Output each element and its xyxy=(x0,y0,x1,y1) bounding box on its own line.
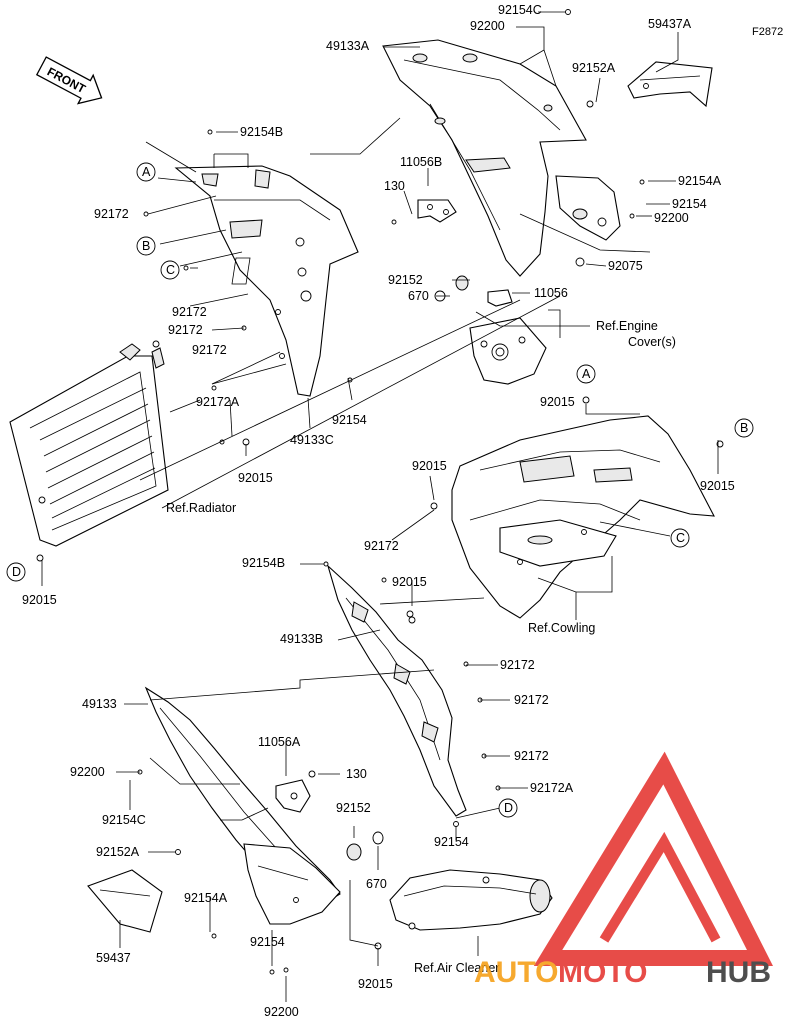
label-ref-cowling: Ref.Cowling xyxy=(528,621,595,635)
label-92154A-top: 92154A xyxy=(678,174,722,188)
part-11056A-bracket xyxy=(275,779,311,813)
label-92154A-low: 92154A xyxy=(184,891,228,905)
svg-text:C: C xyxy=(166,263,175,277)
svg-text:C: C xyxy=(676,531,685,545)
label-92200-bottom: 92200 xyxy=(264,1005,299,1019)
svg-text:D: D xyxy=(504,801,513,815)
label-92172-b: 92172 xyxy=(172,305,207,319)
label-92200-low: 92200 xyxy=(70,765,105,779)
label-92154B-mid: 92154B xyxy=(242,556,285,570)
label-92172-h: 92172 xyxy=(514,749,549,763)
ref-radiator xyxy=(9,340,169,547)
label-92200-top: 92200 xyxy=(470,19,505,33)
label-92172A-top: 92172A xyxy=(196,395,240,409)
label-ref-radiator: Ref.Radiator xyxy=(166,501,236,515)
ref-engine-cover xyxy=(469,317,547,385)
label-92015-left: 92015 xyxy=(22,593,57,607)
label-92075: 92075 xyxy=(608,259,643,273)
part-49133B-mid-panel xyxy=(326,564,467,817)
label-92154-right: 92154 xyxy=(672,197,707,211)
label-92172-d: 92172 xyxy=(192,343,227,357)
leader-lines xyxy=(41,11,719,1002)
label-92154-bottom: 92154 xyxy=(250,935,285,949)
label-ref-air-cleaner: Ref.Air Cleaner xyxy=(414,961,499,975)
label-670-mid: 670 xyxy=(408,289,429,303)
label-92172-e: 92172 xyxy=(364,539,399,553)
label-11056: 11056 xyxy=(534,286,568,300)
label-92172-c: 92172 xyxy=(168,323,203,337)
part-92152-grommet-low xyxy=(346,831,384,861)
watermark-auto: AUTO xyxy=(474,956,558,989)
label-59437: 59437 xyxy=(96,951,131,965)
label-92154C-top: 92154C xyxy=(498,3,542,17)
label-92154-mid: 92154 xyxy=(332,413,367,427)
label-92152A-top: 92152A xyxy=(572,61,616,75)
callout-D-mid: D xyxy=(498,798,518,818)
part-59437A xyxy=(627,61,713,108)
label-11056B: 11056B xyxy=(400,155,442,169)
part-11056-clip xyxy=(487,289,513,307)
callout-B-right: B xyxy=(734,418,754,438)
watermark-moto: MOTO xyxy=(558,956,647,989)
label-92172A-low: 92172A xyxy=(530,781,574,795)
part-labels: 92154C 92200 49133A 59437A 92152A 92154B… xyxy=(22,3,735,1019)
part-49133C-inner-panel xyxy=(174,165,359,397)
svg-text:D: D xyxy=(12,565,21,579)
label-11056A: 11056A xyxy=(258,735,301,749)
label-49133A: 49133A xyxy=(326,39,370,53)
svg-text:B: B xyxy=(142,239,150,253)
part-right-bracket xyxy=(555,175,621,267)
callout-D-left: D xyxy=(6,562,26,582)
callout-A-right: A xyxy=(576,364,596,384)
ref-air-cleaner xyxy=(389,869,553,931)
label-92015-f: 92015 xyxy=(358,977,393,991)
label-130-top: 130 xyxy=(384,179,405,193)
callout-B-left: B xyxy=(136,236,156,256)
watermark-hub: HUB xyxy=(706,956,771,989)
front-arrow-icon: FRONT xyxy=(35,56,103,105)
svg-text:B: B xyxy=(740,421,748,435)
figure-code: F2872 xyxy=(752,26,783,38)
label-92152-low: 92152 xyxy=(336,801,371,815)
label-92172-g: 92172 xyxy=(514,693,549,707)
label-ref-engine-2: Cover(s) xyxy=(628,335,676,349)
label-92015-b: 92015 xyxy=(540,395,575,409)
label-49133C: 49133C xyxy=(290,433,334,447)
label-92152-mid: 92152 xyxy=(388,273,423,287)
ref-cowling xyxy=(451,415,715,619)
label-92015-a: 92015 xyxy=(238,471,273,485)
svg-text:A: A xyxy=(142,165,151,179)
label-92154-low: 92154 xyxy=(434,835,469,849)
label-92200-right: 92200 xyxy=(654,211,689,225)
label-92015-c: 92015 xyxy=(700,479,735,493)
label-92172-a: 92172 xyxy=(94,207,129,221)
label-49133: 49133 xyxy=(82,697,117,711)
label-92172-f: 92172 xyxy=(500,658,535,672)
callout-C-right: C xyxy=(670,528,690,548)
label-59437A: 59437A xyxy=(648,17,692,31)
callout-C-left: C xyxy=(160,260,180,280)
label-49133B: 49133B xyxy=(280,632,323,646)
label-130-low: 130 xyxy=(346,767,367,781)
part-lower-inner-bracket xyxy=(243,843,341,925)
part-59437 xyxy=(87,869,163,933)
label-92154C-low: 92154C xyxy=(102,813,146,827)
svg-text:A: A xyxy=(582,367,591,381)
label-670-low: 670 xyxy=(366,877,387,891)
label-ref-engine: Ref.Engine xyxy=(596,319,658,333)
label-92154B-top: 92154B xyxy=(240,125,283,139)
label-92015-e: 92015 xyxy=(392,575,427,589)
callout-A-top: A xyxy=(136,162,156,182)
automotohub-logo-icon: AUTO MOTO HUB xyxy=(474,751,774,989)
part-49133A-upper-cowl xyxy=(382,39,587,277)
label-92152A-low: 92152A xyxy=(96,845,140,859)
label-92015-d: 92015 xyxy=(412,459,447,473)
part-11056B-bracket xyxy=(417,199,457,223)
